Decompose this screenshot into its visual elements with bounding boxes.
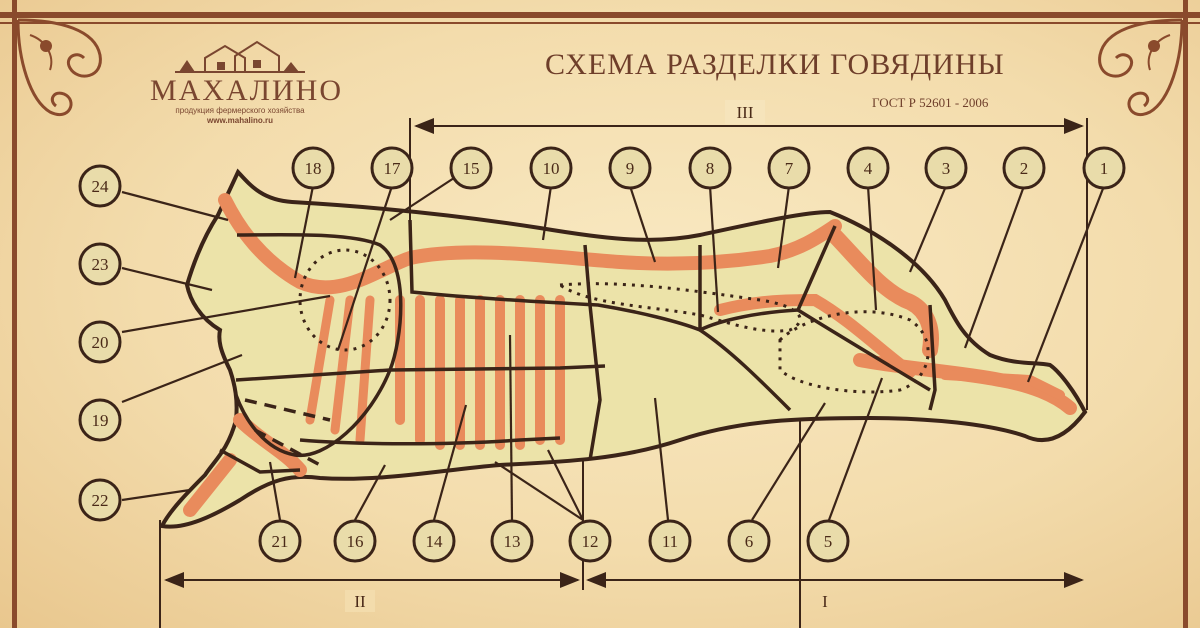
skeleton	[183, 193, 1077, 517]
callout-12: 12	[568, 519, 612, 563]
callout-15-label: 15	[463, 159, 480, 178]
callout-7: 7	[767, 146, 811, 190]
brand-subtitle: продукция фермерского хозяйства	[175, 106, 305, 115]
callout-22-label: 22	[92, 491, 109, 510]
callout-23: 23	[78, 242, 122, 286]
frame-right-border	[1183, 0, 1188, 628]
callout-11-label: 11	[662, 532, 678, 551]
callout-22: 22	[78, 478, 122, 522]
callout-9: 9	[608, 146, 652, 190]
callout-16-label: 16	[347, 532, 364, 551]
callout-2: 2	[1002, 146, 1046, 190]
callout-14: 14	[412, 519, 456, 563]
callout-1: 1	[1082, 146, 1126, 190]
callout-21: 21	[258, 519, 302, 563]
section-III-label: III	[737, 103, 754, 122]
callout-14-label: 14	[426, 532, 444, 551]
callout-7-label: 7	[785, 159, 794, 178]
callout-3: 3	[924, 146, 968, 190]
callout-10-label: 10	[543, 159, 560, 178]
callout-2-label: 2	[1020, 159, 1029, 178]
callout-21-label: 21	[272, 532, 289, 551]
callout-18: 18	[291, 146, 335, 190]
brand-logo: МАХАЛИНО продукция фермерского хозяйства…	[150, 38, 344, 126]
callout-19-label: 19	[92, 411, 109, 430]
callout-10: 10	[529, 146, 573, 190]
callout-20: 20	[78, 320, 122, 364]
callout-9-label: 9	[626, 159, 635, 178]
callout-4-label: 4	[864, 159, 873, 178]
callout-8: 8	[688, 146, 732, 190]
page-title: СХЕМА РАЗДЕЛКИ ГОВЯДИНЫ	[545, 48, 1005, 81]
callout-16: 16	[333, 519, 377, 563]
section-II-label-bg	[345, 590, 375, 612]
callout-23-label: 23	[92, 255, 109, 274]
callout-19: 19	[78, 398, 122, 442]
callout-6: 6	[727, 519, 771, 563]
brand-url: www.mahalino.ru	[207, 116, 273, 125]
callout-12-label: 12	[582, 532, 599, 551]
farm-house-icon	[175, 40, 305, 73]
frame-top-border	[0, 12, 1200, 18]
leader-lines	[121, 177, 1106, 521]
callout-20-label: 20	[92, 333, 109, 352]
callout-18-label: 18	[305, 159, 322, 178]
callout-3-label: 3	[942, 159, 951, 178]
cut-lines	[219, 219, 937, 474]
section-I-label: I	[822, 592, 828, 611]
callout-6-label: 6	[745, 532, 754, 551]
section-III-label-bg	[725, 100, 765, 124]
callout-5: 5	[806, 519, 850, 563]
callout-4: 4	[846, 146, 890, 190]
standard-label: ГОСТ Р 52601 - 2006	[872, 95, 989, 110]
corner-ornament-right	[1098, 18, 1184, 116]
frame-left-border	[12, 0, 17, 628]
callout-circles: 1 2 3 4 7 8 9 10 15 17 18 24 23 20 19 22…	[78, 146, 1126, 563]
callout-24-label: 24	[92, 177, 110, 196]
callout-17: 17	[370, 146, 414, 190]
callout-13-label: 13	[504, 532, 521, 551]
callout-11: 11	[648, 519, 692, 563]
callout-24: 24	[78, 164, 122, 208]
callout-8-label: 8	[706, 159, 715, 178]
callout-5-label: 5	[824, 532, 833, 551]
corner-ornament-left	[16, 18, 102, 116]
callout-15: 15	[449, 146, 493, 190]
brand-name: МАХАЛИНО	[150, 74, 344, 107]
callout-13: 13	[490, 519, 534, 563]
frame-top-border-inner	[0, 22, 1200, 24]
dotted-regions	[298, 248, 930, 394]
callout-1-label: 1	[1100, 159, 1109, 178]
section-II-label: II	[354, 592, 366, 611]
callout-17-label: 17	[384, 159, 402, 178]
